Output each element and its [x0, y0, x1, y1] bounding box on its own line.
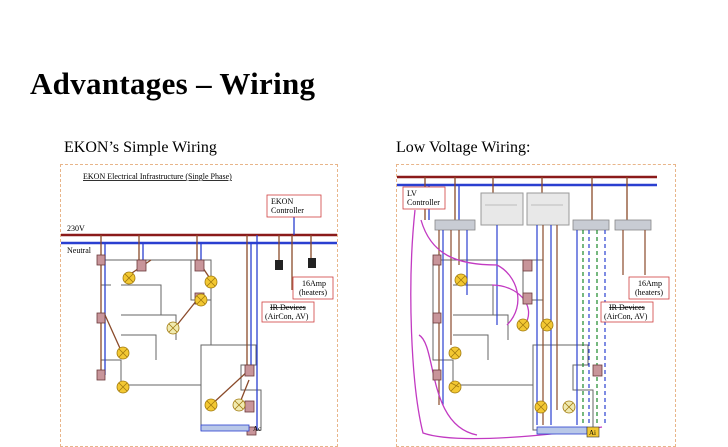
controller-label-box [402, 186, 446, 210]
right-caption: Low Voltage Wiring: [396, 139, 531, 156]
controller-label-line2: Controller [407, 198, 440, 207]
ir-label-box [600, 301, 654, 323]
controller-label-line2: Controller [271, 206, 304, 215]
lamp-icons [116, 271, 246, 412]
wall-switches [432, 254, 603, 381]
controller-label-box [266, 194, 322, 218]
relay-modules [434, 219, 652, 231]
low-voltage-wiring-diagram: LV Controller 16Amp (heaters) IR Devices… [396, 164, 676, 447]
neutral-label: Neutral [67, 246, 92, 255]
diagram-title: EKON Electrical Infrastructure (Single P… [83, 172, 232, 181]
ac-label: Ai [589, 429, 596, 437]
heater-label-line1: 16Amp [302, 279, 326, 288]
live-label: 230V [67, 224, 85, 233]
ac-label-box [586, 426, 600, 438]
heater-label-box [292, 276, 334, 300]
ir-label-line1: IR Devices [609, 303, 645, 312]
heater-label-line2: (heaters) [299, 288, 327, 297]
lv-control-loops [410, 209, 603, 440]
ac-label: Ac [253, 425, 261, 433]
heater-outlet-2 [308, 258, 316, 268]
slide-title: Advantages – Wiring [30, 66, 316, 101]
ir-label-line2: (AirCon, AV) [604, 312, 648, 321]
ir-label-box [261, 301, 315, 323]
power-supply-units [480, 192, 570, 226]
ac-unit [200, 424, 250, 432]
controller-label-line1: LV [407, 189, 417, 198]
lamp-icons [448, 273, 576, 414]
heater-outlet-1 [275, 260, 283, 270]
simple-wiring-diagram: EKON Electrical Infrastructure (Single P… [60, 164, 338, 447]
left-caption: EKON’s Simple Wiring [64, 139, 217, 156]
heater-label-line2: (heaters) [635, 288, 663, 297]
ir-label-line1: IR Devices [270, 303, 306, 312]
ac-unit [536, 426, 588, 435]
controller-label-line1: EKON [271, 197, 293, 206]
relay-drop-wires [424, 177, 628, 220]
heater-label-line1: 16Amp [638, 279, 662, 288]
ir-label-line2: (AirCon, AV) [265, 312, 309, 321]
heater-label-box [628, 276, 670, 300]
